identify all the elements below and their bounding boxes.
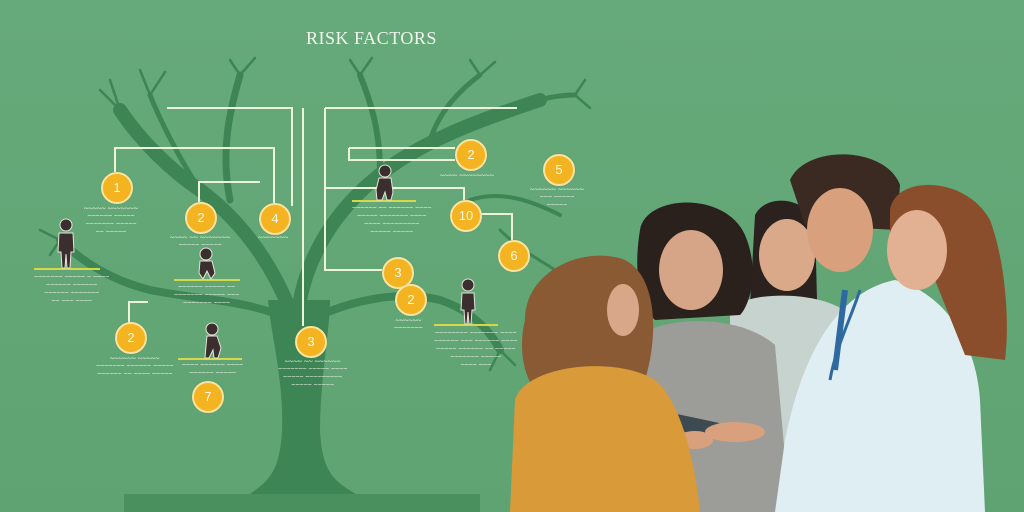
node-label: ~~~~~~~ [258,233,289,242]
child-silhouette-icon [375,164,394,201]
node-label: ~~~~~~~ ~~~~~ ~ ~~~~~~~~~~ ~~~~~~~~~~~~ … [34,274,110,305]
doctor-white-coat [775,154,985,512]
node-label: ~~~~ ~~~~~~~~ [440,171,494,180]
node-label: ~~~~~~~~~~~~~ [394,316,423,333]
risk-node-2: 2 [395,284,427,316]
woman-long-hair [887,184,1007,360]
figure-baseline [178,358,242,360]
risk-node-3: 3 [382,257,414,289]
woman-yellow-sweater [510,255,700,512]
figure-baseline [434,324,498,326]
node-label: ~~~~~~~~ ~~~~~~~ ~~~~~~~~~~ ~~~ ~~~~~~ ~… [434,330,518,369]
risk-node-2: 2 [185,202,217,234]
node-label: ~~~~ ~~ ~~~~~~~~~~~~~ ~~~~~ ~~~~~~~~~ ~~… [278,357,348,390]
figure-baseline [174,279,240,281]
risk-node-4: 4 [259,203,291,235]
node-label: ~~~~ ~~ ~~~~~~~~~~~~ ~~~~~ [170,233,231,250]
stethoscope-icon [828,289,862,381]
tree-branches [38,56,592,372]
risk-node-3: 3 [295,326,327,358]
connector-lines [114,107,517,336]
risk-node-6: 6 [498,240,530,272]
risk-node-2: 2 [115,322,147,354]
node-label: ~~~~~~ ~~~~~~~~~~~~ ~~~~~~ ~~~~~~~~~~~ ~… [96,354,174,379]
node-label: ~~~~~~ ~~~~~~~~~ ~~~~~~~~~~ [530,185,584,210]
group-photo [510,154,1007,512]
risk-node-2: 2 [455,139,487,171]
page-title: RISK FACTORS [306,28,437,48]
risk-node-1: 1 [101,172,133,204]
child-silhouette-icon [198,247,216,280]
person-silhouette-icon [57,218,75,269]
risk-node-5: 5 [543,154,575,186]
child-silhouette-icon [204,322,222,359]
node-label: ~~~~~~ ~~~~~ ~~~~~~~~~ ~~~~~ ~~~~~~~~~~ … [174,284,240,307]
tree-base [124,494,480,512]
node-label: ~~~~~ ~~~~~~~~~~~~~ ~~~~~~~~~~~~ ~~~~~~~… [84,204,138,237]
person-silhouette-icon [460,278,476,325]
node-label: ~~~~~~ ~~ ~~~~~~ ~~~~~~~~~ ~~~~~~~ ~~~~~… [352,205,432,236]
figure-baseline [352,200,416,202]
risk-node-7: 7 [192,381,224,413]
tree-trunk [250,300,356,494]
figure-baseline [34,268,100,270]
risk-node-10: 10 [450,200,482,232]
node-label: ~~~~ ~~~~~~ ~~~~~~~~~~ ~~~~~ [182,362,244,377]
